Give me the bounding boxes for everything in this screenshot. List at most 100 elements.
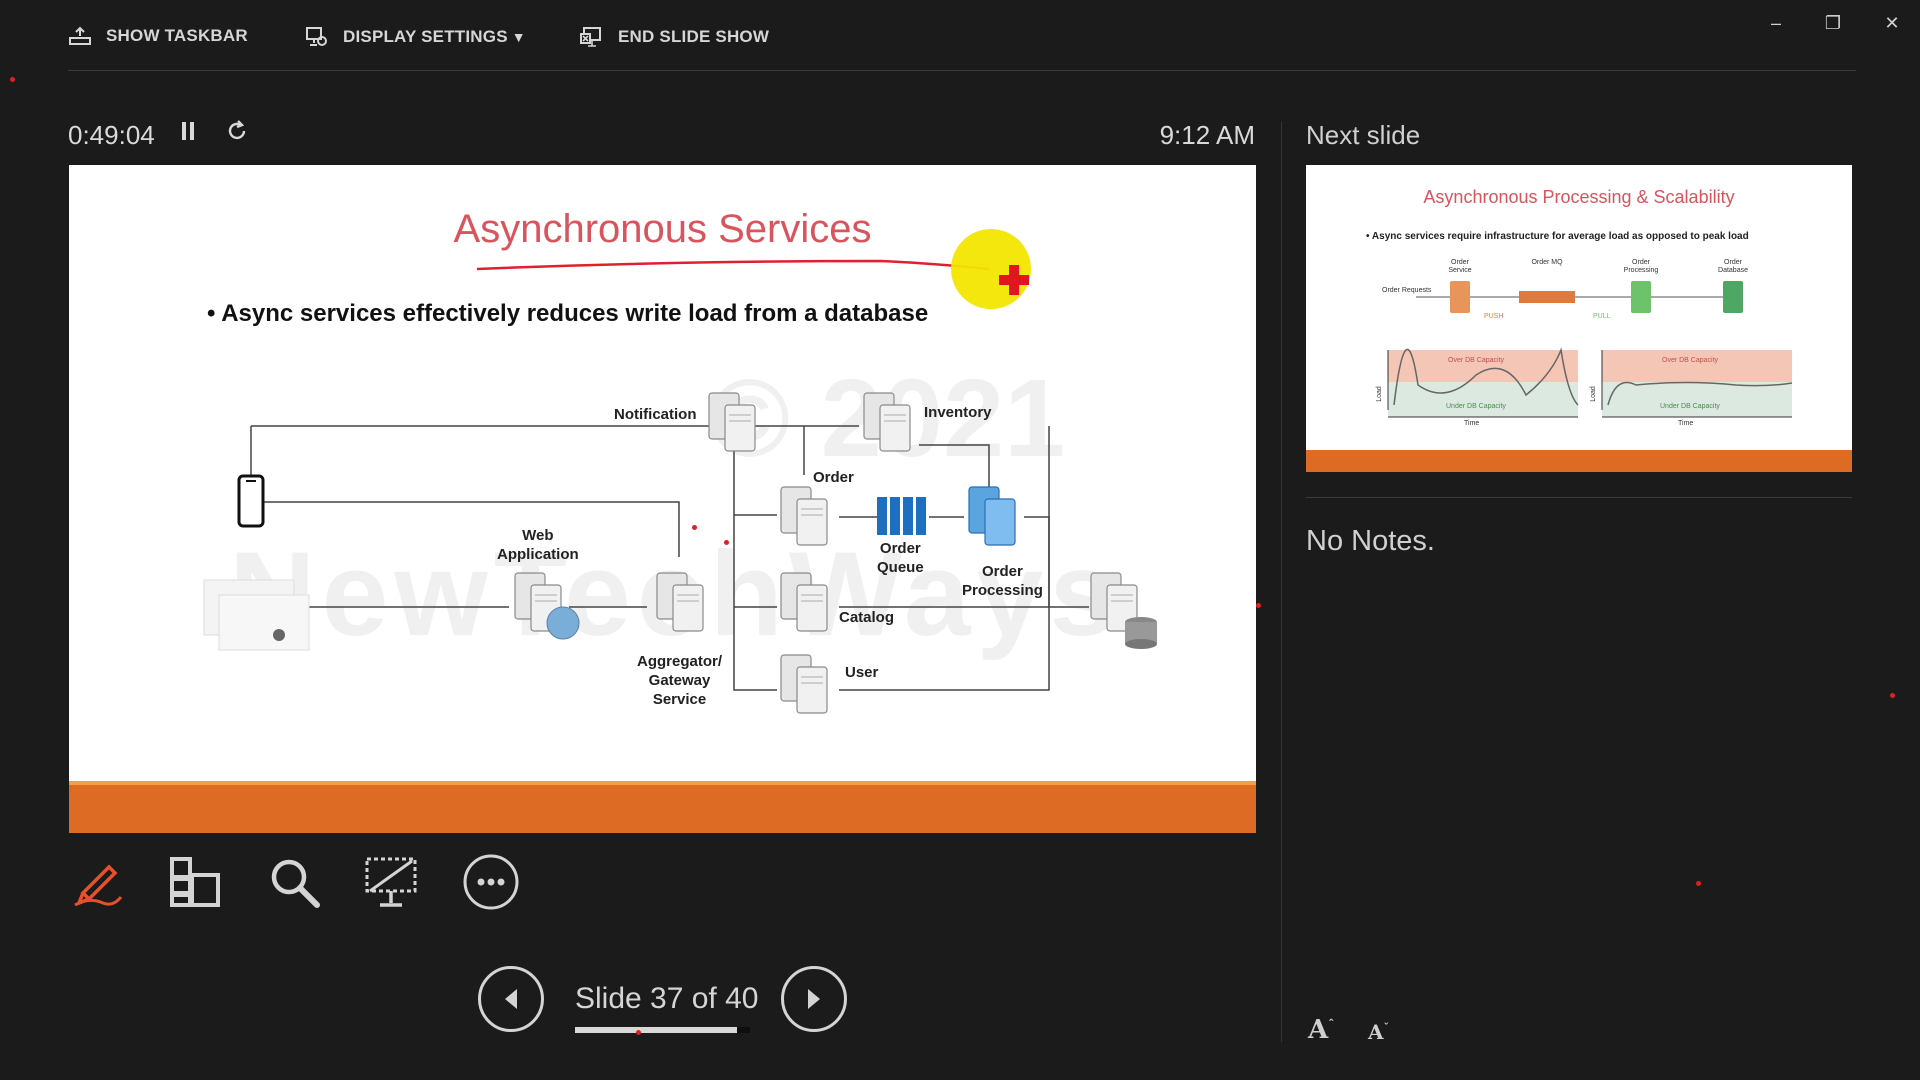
label-catalog: Catalog <box>839 609 895 626</box>
next-slide-button[interactable] <box>781 966 847 1032</box>
current-time: 9:12 AM <box>1159 120 1255 150</box>
close-button[interactable]: ✕ <box>1874 8 1910 38</box>
display-settings-button[interactable]: DISPLAY SETTINGS ▼ <box>305 26 526 48</box>
label-user: User <box>845 664 879 681</box>
end-show-icon <box>580 27 601 47</box>
next-slide-bullet: • Async services require infrastructure … <box>1366 231 1749 242</box>
label-order-processing-2: Processing <box>962 582 1043 599</box>
next-slide-heading: Next slide <box>1306 120 1421 150</box>
next-slide-bullet-text: Async services require infrastructure fo… <box>1371 231 1749 242</box>
decrease-caret-icon: ˇ <box>1383 1021 1390 1035</box>
ns-order-database: Order Database <box>1718 259 1748 274</box>
ns-time-2: Time <box>1678 420 1694 427</box>
next-slide-footer-band <box>1306 450 1852 472</box>
pause-button[interactable] <box>181 120 195 148</box>
display-settings-icon <box>306 27 327 46</box>
ns-time-1: Time <box>1464 420 1480 427</box>
arrow-left-icon <box>505 989 517 1009</box>
previous-slide-button[interactable] <box>478 966 544 1032</box>
ns-under-capacity-2: Under DB Capacity <box>1660 403 1720 410</box>
label-aggregator-3: Service <box>652 691 707 708</box>
restore-button[interactable]: ❐ <box>1815 8 1851 38</box>
ns-over-capacity-2: Over DB Capacity <box>1662 357 1719 364</box>
decrease-font-label: A <box>1368 1020 1384 1044</box>
slide-footer-band <box>69 785 1256 833</box>
laser-dot <box>10 77 15 82</box>
label-application: Application <box>497 546 579 563</box>
zoom-button[interactable] <box>262 850 326 914</box>
label-order: Order <box>813 469 854 486</box>
end-slide-show-label: END SLIDE SHOW <box>618 27 770 46</box>
pen-annotation <box>476 229 1031 309</box>
increase-font-label: A <box>1308 1015 1329 1045</box>
close-icon: ✕ <box>1884 12 1900 33</box>
elapsed-timer: 0:49:04 <box>68 120 155 150</box>
notes-divider <box>1306 497 1852 498</box>
label-notification: Notification <box>614 406 697 423</box>
next-slide-title: Asynchronous Processing & Scalability <box>1423 187 1735 207</box>
speaker-notes: No Notes. <box>1306 525 1435 557</box>
decrease-font-button[interactable]: Aˇ <box>1368 1020 1389 1044</box>
slide-band-accent <box>69 781 1256 785</box>
laser-dot <box>1696 881 1701 886</box>
pause-icon <box>182 122 194 140</box>
minimize-button[interactable]: – <box>1758 8 1794 38</box>
more-icon <box>463 854 519 910</box>
panel-divider <box>1281 122 1282 1042</box>
pen-icon <box>74 864 123 907</box>
screen-toggle-icon <box>365 857 417 907</box>
laser-dot <box>636 1030 641 1035</box>
label-order-queue-2: Queue <box>877 559 924 576</box>
restore-icon: ❐ <box>1824 12 1842 33</box>
show-taskbar-label: SHOW TASKBAR <box>106 26 248 45</box>
show-taskbar-button[interactable]: SHOW TASKBAR <box>68 26 248 46</box>
increase-caret-icon: ˆ <box>1328 1017 1335 1032</box>
more-options-button[interactable] <box>459 850 523 914</box>
slide-progress-fill <box>575 1027 737 1033</box>
pen-tool-button[interactable] <box>66 850 130 914</box>
laser-dot <box>724 540 729 545</box>
minimize-icon: – <box>1770 12 1781 33</box>
restart-timer-button[interactable] <box>226 120 248 149</box>
slide-counter: Slide 37 of 40 <box>575 982 759 1015</box>
slides-grid-icon <box>170 857 220 907</box>
ns-under-capacity-1: Under DB Capacity <box>1446 403 1506 410</box>
slide-bullet: • Async services effectively reduces wri… <box>207 300 929 327</box>
chevron-down-icon: ▼ <box>511 29 526 45</box>
black-screen-button[interactable] <box>359 850 423 914</box>
label-web: Web <box>522 527 554 544</box>
ns-push: PUSH <box>1484 313 1504 320</box>
see-all-slides-button[interactable] <box>163 850 227 914</box>
label-inventory: Inventory <box>924 404 992 421</box>
laser-dot <box>692 525 697 530</box>
ns-over-capacity-1: Over DB Capacity <box>1448 357 1505 364</box>
next-slide-diagram <box>1387 281 1793 418</box>
magnifier-icon <box>271 859 320 908</box>
slide-bullet-text: Async services effectively reduces write… <box>221 300 929 327</box>
label-order-processing-1: Order <box>982 563 1023 580</box>
ns-order-mq: Order MQ <box>1531 259 1563 266</box>
current-slide[interactable]: © 2021 NewTechWays Asynchronous Services… <box>69 165 1256 833</box>
slide-title: Asynchronous Services <box>453 207 872 251</box>
label-aggregator-2: Gateway <box>648 672 711 689</box>
ns-pull: PULL <box>1593 313 1611 320</box>
laser-dot <box>1890 693 1895 698</box>
label-order-queue-1: Order <box>879 540 921 557</box>
end-slide-show-button[interactable]: END SLIDE SHOW <box>580 26 769 48</box>
label-aggregator-1: Aggregator/ <box>637 653 723 670</box>
slide-progress-bar <box>575 1027 750 1033</box>
refresh-icon <box>228 120 246 140</box>
display-settings-label: DISPLAY SETTINGS <box>343 27 508 46</box>
ns-order-service: Order Service <box>1448 259 1472 274</box>
ns-order-requests: Order Requests <box>1382 287 1432 294</box>
ns-load-1: Load <box>1375 386 1383 402</box>
arrow-right-icon <box>808 989 820 1009</box>
increase-font-button[interactable]: Aˆ <box>1308 1015 1334 1045</box>
laser-dot <box>1256 603 1261 608</box>
taskbar-icon <box>69 26 91 45</box>
next-slide-preview[interactable]: Asynchronous Processing & Scalability • … <box>1306 165 1852 472</box>
